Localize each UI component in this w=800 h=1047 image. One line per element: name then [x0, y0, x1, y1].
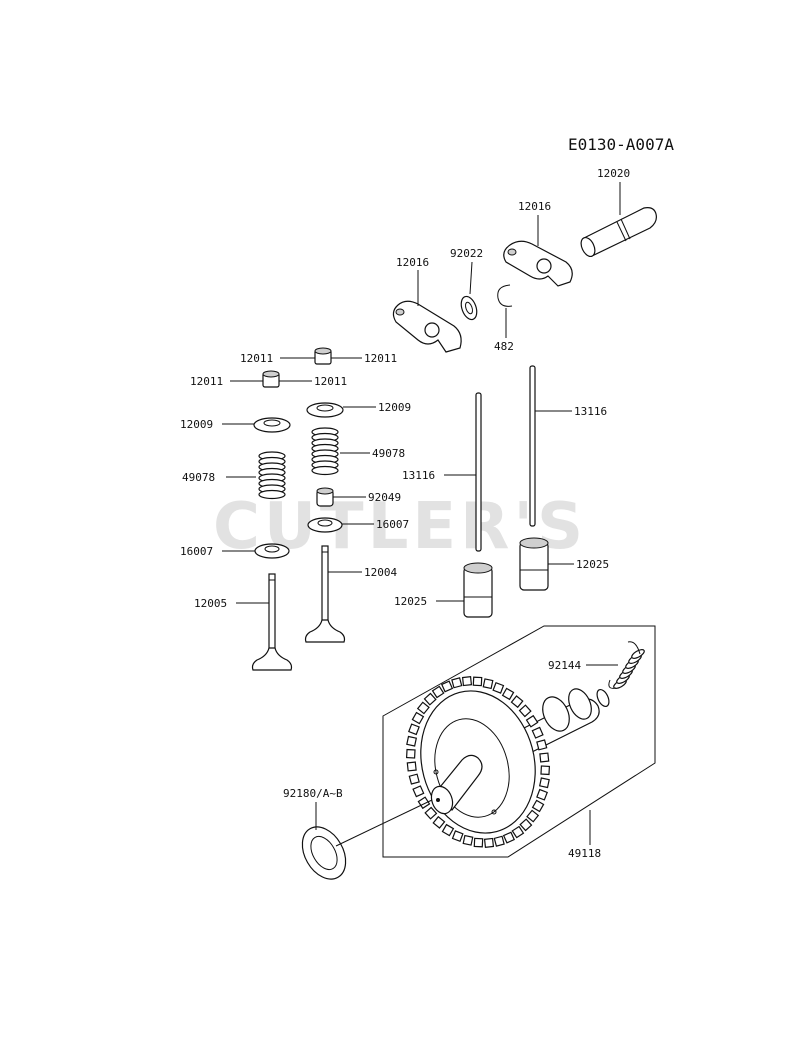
label-13116-left: 13116 — [402, 469, 435, 482]
rocker-arm-left-part — [392, 300, 462, 353]
label-92022: 92022 — [450, 247, 483, 260]
label-12025-left: 12025 — [394, 595, 427, 608]
circlip-482-part — [497, 284, 513, 307]
tappet-left-part — [463, 562, 493, 618]
exhaust-valve-part — [251, 573, 293, 671]
valve-spring-left-part — [258, 451, 286, 500]
stem-seal-part — [316, 487, 334, 507]
label-12011-b: 12011 — [364, 352, 397, 365]
label-12009-left: 12009 — [180, 418, 213, 431]
label-12020: 12020 — [597, 167, 630, 180]
label-12025-right: 12025 — [576, 558, 609, 571]
label-16007-left: 16007 — [180, 545, 213, 558]
label-49078-right: 49078 — [372, 447, 405, 460]
valve-spring-right-part — [311, 427, 339, 476]
push-rod-right-part — [529, 365, 536, 527]
label-12011-c: 12011 — [190, 375, 223, 388]
governor-spring-part — [608, 641, 645, 689]
label-49118: 49118 — [568, 847, 601, 860]
label-482: 482 — [494, 340, 514, 353]
collet-left-part — [262, 370, 280, 388]
spring-seat-right-part — [307, 517, 343, 533]
label-13116-right: 13116 — [574, 405, 607, 418]
label-12011-d: 12011 — [314, 375, 347, 388]
label-12016-right: 12016 — [518, 200, 551, 213]
washer-92022-part — [460, 295, 478, 321]
collet-right-part — [314, 347, 332, 365]
label-12016-left: 12016 — [396, 256, 429, 269]
label-92144: 92144 — [548, 659, 581, 672]
tappet-right-part — [519, 537, 549, 591]
label-92049: 92049 — [368, 491, 401, 504]
label-16007-right: 16007 — [376, 518, 409, 531]
label-12004: 12004 — [364, 566, 397, 579]
rocker-arm-right-part — [503, 240, 573, 287]
diagram-code: E0130-A007A — [568, 135, 674, 154]
camshaft-gear-part — [405, 676, 610, 848]
label-12011-a: 12011 — [240, 352, 273, 365]
retainer-right-part — [306, 402, 344, 418]
camshaft-assembly-frame — [382, 625, 656, 858]
label-12009-right: 12009 — [378, 401, 411, 414]
retainer-left-part — [253, 417, 291, 433]
label-49078-left: 49078 — [182, 471, 215, 484]
rocker-shaft-part — [580, 207, 657, 258]
spring-seat-left-part — [254, 543, 290, 559]
intake-valve-part — [304, 545, 346, 643]
shim-92180-part — [301, 826, 347, 880]
push-rod-left-part — [475, 392, 482, 552]
label-12005: 12005 — [194, 597, 227, 610]
label-92180: 92180/A~B — [283, 787, 343, 800]
